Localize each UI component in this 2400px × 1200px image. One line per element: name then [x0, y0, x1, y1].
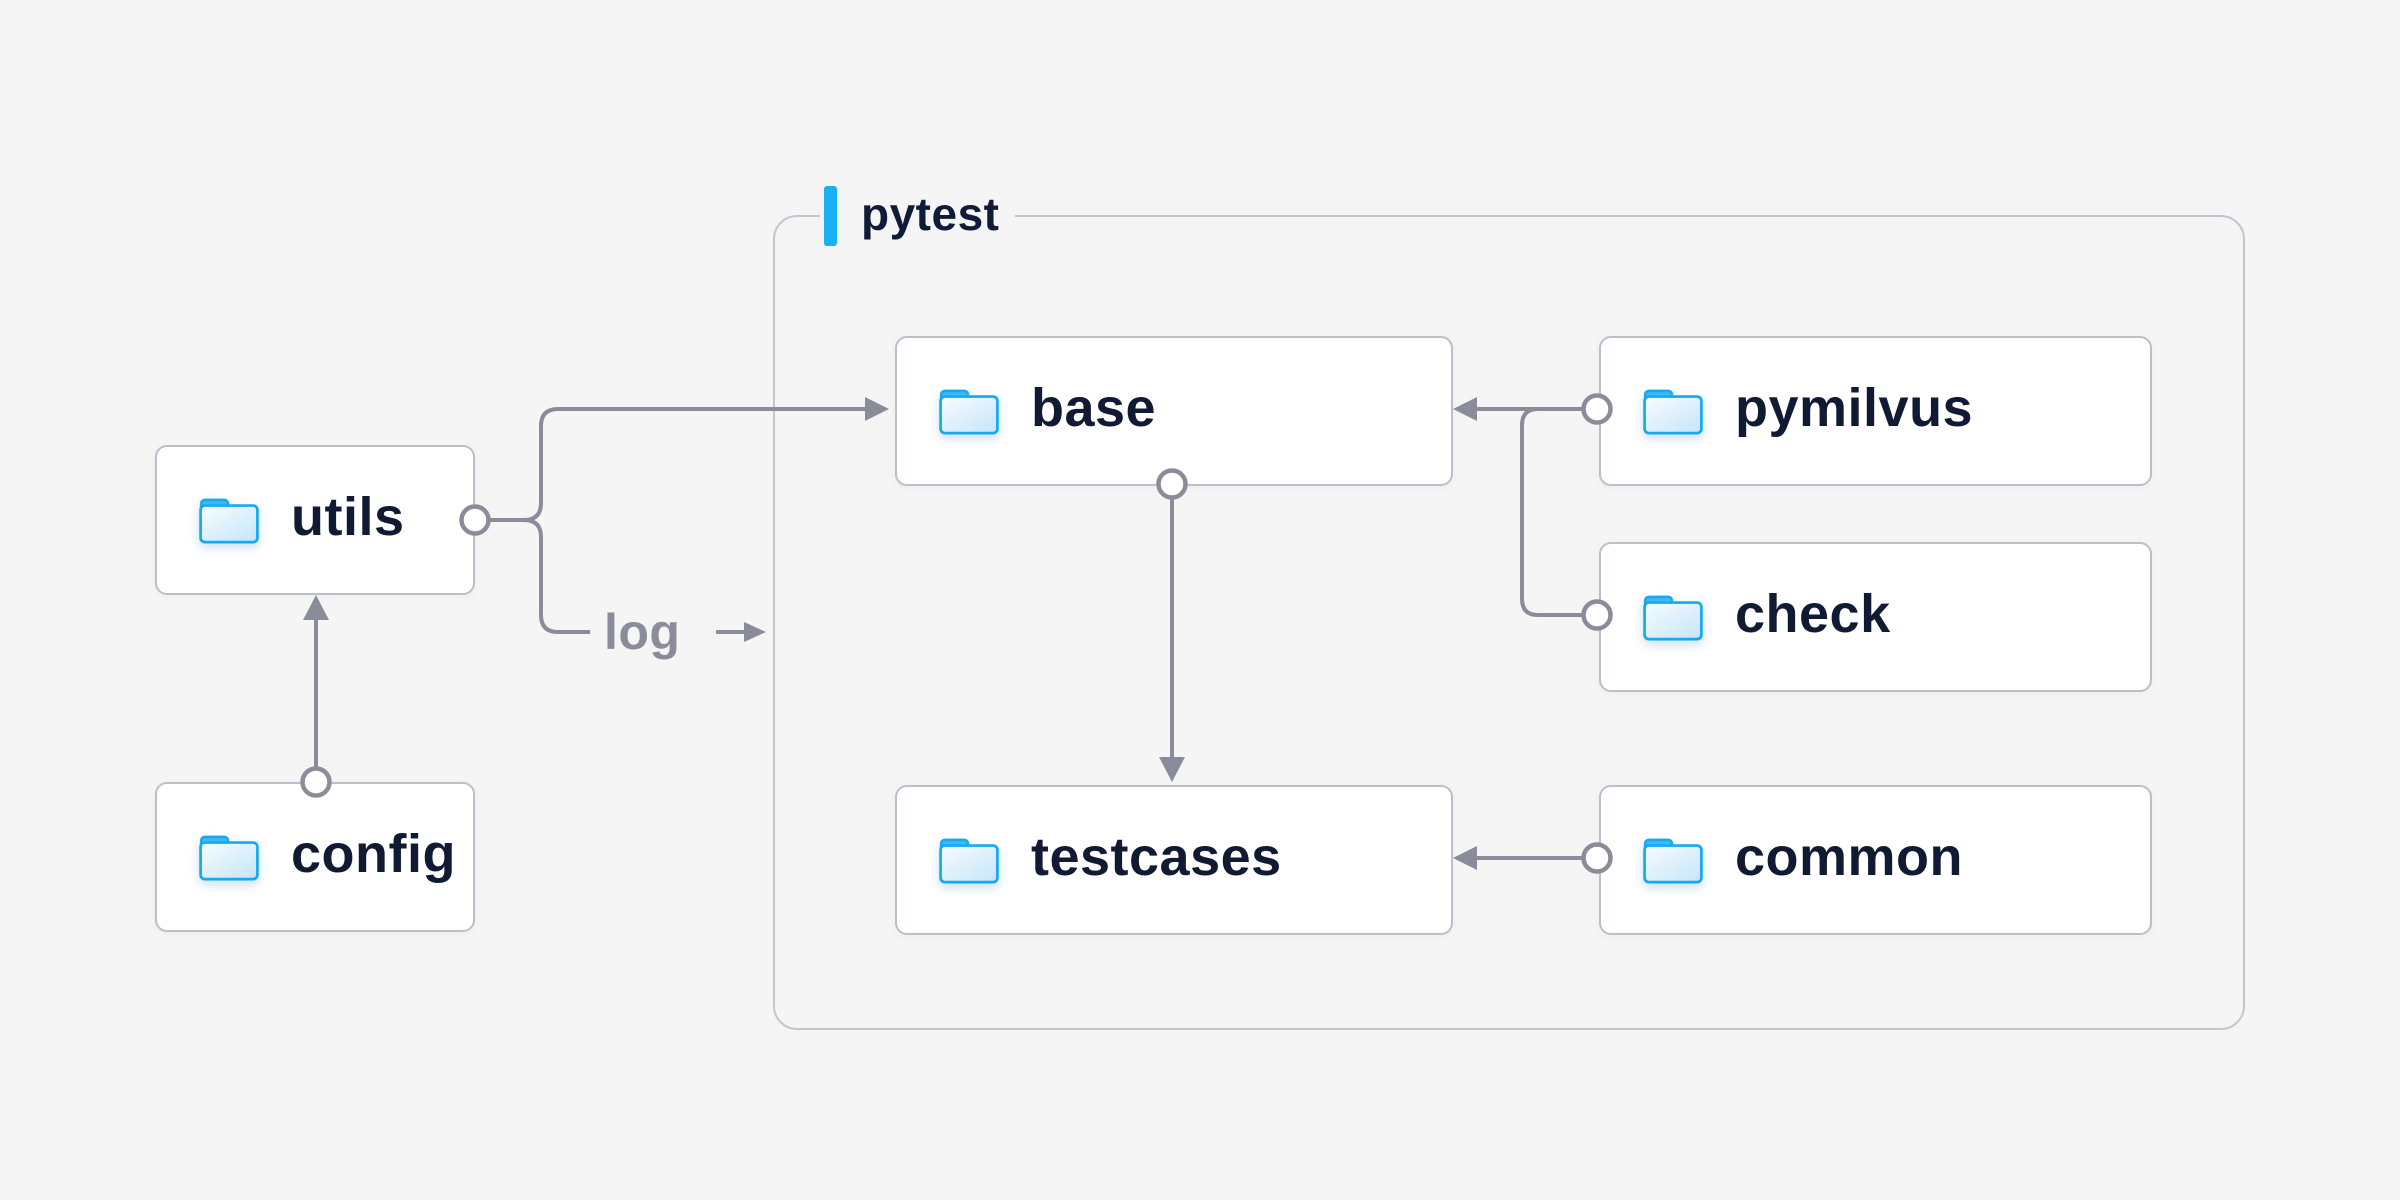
folder-node-testcases: testcases	[895, 785, 1453, 935]
folder-node-check: check	[1599, 542, 2152, 692]
node-label-common: common	[1735, 827, 1964, 887]
node-label-utils: utils	[291, 487, 405, 547]
folder-icon	[1643, 595, 1703, 641]
node-label-base: base	[1031, 378, 1157, 438]
folder-node-utils: utils	[155, 445, 475, 595]
edge-log-label: log	[604, 604, 681, 660]
node-label-config: config	[291, 824, 456, 884]
folder-node-base: base	[895, 336, 1453, 486]
folder-icon	[1643, 838, 1703, 884]
folder-node-pymilvus: pymilvus	[1599, 336, 2152, 486]
folder-icon	[939, 838, 999, 884]
folder-icon	[199, 498, 259, 544]
pytest-group-legend: pytest	[820, 185, 1016, 247]
node-label-pymilvus: pymilvus	[1735, 378, 1974, 438]
node-label-testcases: testcases	[1031, 827, 1282, 887]
legend-accent-bar	[824, 186, 837, 246]
folder-icon	[199, 835, 259, 881]
folder-icon	[1643, 389, 1703, 435]
node-label-check: check	[1735, 584, 1891, 644]
group-title: pytest	[861, 188, 1000, 240]
folder-node-common: common	[1599, 785, 2152, 935]
edge-config-utils	[300, 595, 332, 798]
folder-icon	[939, 389, 999, 435]
folder-node-config: config	[155, 782, 475, 932]
pytest-group-container: pytest base pymilvus check	[773, 185, 2245, 1030]
